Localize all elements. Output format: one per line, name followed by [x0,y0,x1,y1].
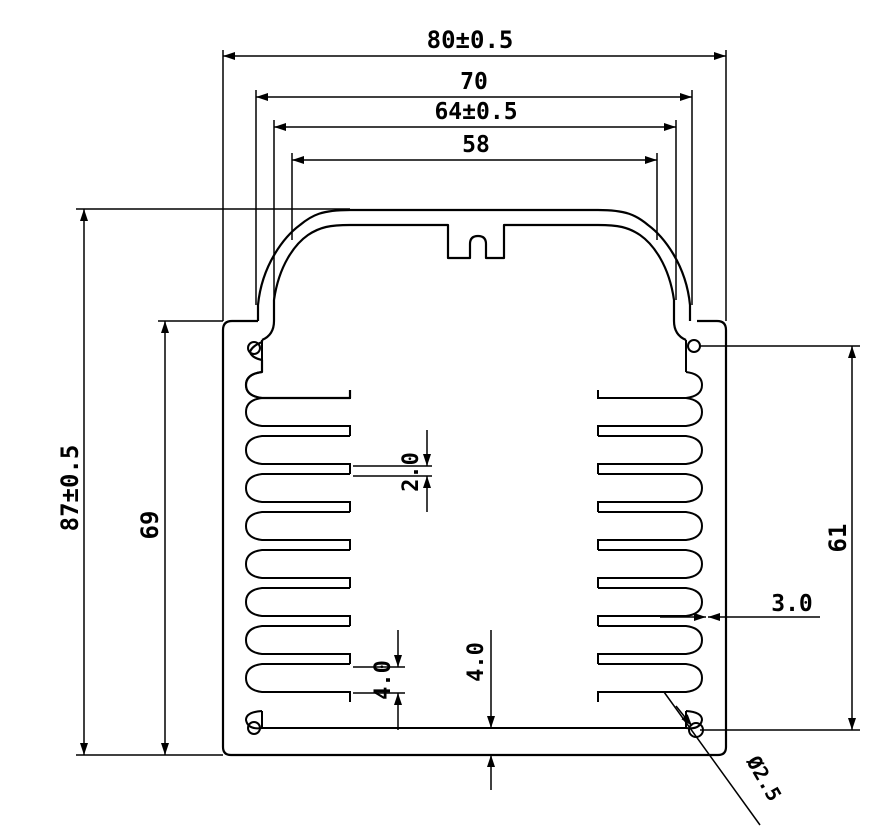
hood-inner [272,223,676,321]
dim-top-outer-width: 70 [460,69,488,95]
fins-right [597,371,704,730]
dim-body-height: 69 [136,511,164,540]
hood-wall-right [672,320,687,342]
dim-hole-spacing: 61 [824,524,852,553]
dim-fin-thickness: 2.0 [399,452,424,492]
hole-bottom-left [247,721,261,735]
dim-fin-length: 3.0 [771,591,813,617]
hole-top-left [247,341,261,355]
cavity-bottom-left [244,710,263,730]
hood-wall-left [261,320,276,342]
dim-top-inner-width: 58 [462,132,490,158]
dim-base-thickness: 4.0 [464,642,489,682]
hood-outer [256,208,692,321]
fin-slots-left [244,371,351,702]
dimension-lines [76,50,860,826]
fins-left [244,371,351,730]
dim-fin-gap: 4.0 [371,660,396,700]
fin-slots-right [597,371,704,702]
dim-overall-height: 87±0.5 [56,445,84,532]
dim-hole-diameter: Ø2.5 [741,751,786,806]
cavity-bottom-right [685,710,704,730]
dim-overall-width: 80±0.5 [427,26,514,54]
body-outline [221,319,728,757]
dim-top-mid-width: 64±0.5 [434,99,517,125]
hole-top-right [687,339,701,353]
